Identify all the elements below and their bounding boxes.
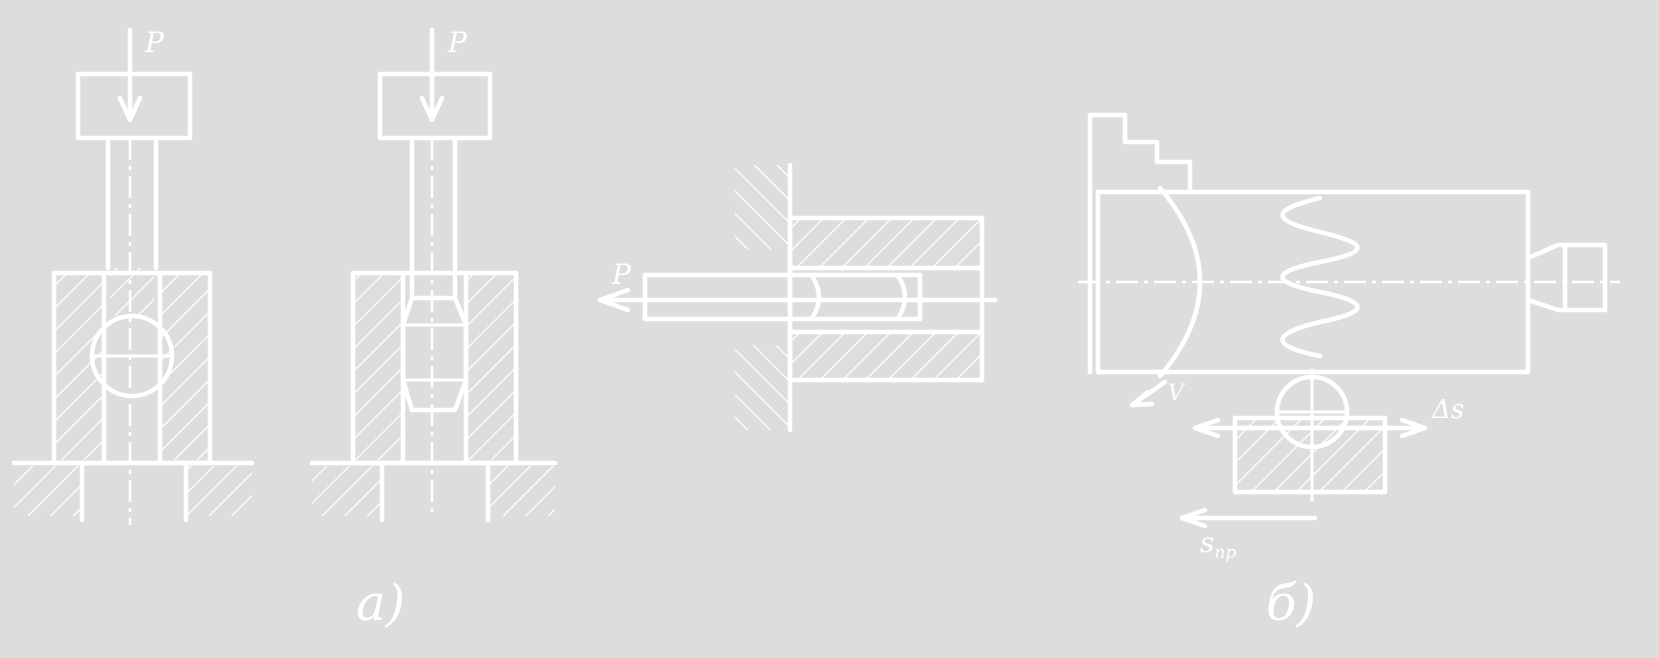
caption-b: б) xyxy=(1266,574,1316,632)
sleeve-hatch-top xyxy=(792,220,982,268)
wall-hatch-bottom xyxy=(735,345,790,430)
base-hatch-left-2 xyxy=(312,466,382,516)
roller-burnishing-assembly: V Δs sпр xyxy=(1078,112,1620,563)
tool-holder xyxy=(1232,415,1388,495)
press-head-1 xyxy=(75,71,193,141)
pull-rod xyxy=(642,272,923,322)
bushing-right-hatch-2 xyxy=(466,275,516,460)
feed-label-main: s xyxy=(1200,526,1214,559)
base-hatch-right-2 xyxy=(488,466,555,516)
bushing-right-hatch-1 xyxy=(160,275,210,460)
force-label-2: P xyxy=(447,26,468,59)
press-ball-assembly: P xyxy=(11,26,255,525)
force-label-1: P xyxy=(144,26,165,59)
base-hatch-left-1 xyxy=(14,466,82,516)
feed-label: sпр xyxy=(1200,526,1236,563)
caption-a: а) xyxy=(356,574,405,632)
tool-holder-hatch xyxy=(1235,420,1385,492)
mandrel-body xyxy=(400,295,469,413)
pull-arrow-head xyxy=(597,287,631,313)
bushing-left-hatch-1 xyxy=(54,275,104,460)
wall-hatch-top xyxy=(735,165,790,250)
force-arrow-head-1 xyxy=(117,95,143,123)
oscillation-arrow-left xyxy=(1192,417,1221,439)
sleeve-hatch-bottom xyxy=(792,332,982,380)
bushing-left-hatch-2 xyxy=(353,275,403,460)
speed-label: V xyxy=(1168,381,1186,406)
rod-tool-curve-1 xyxy=(809,273,822,321)
feed-arrow-head xyxy=(1179,507,1208,529)
base-hatch-right-1 xyxy=(186,466,252,516)
press-mandrel-assembly: P xyxy=(309,26,558,523)
punch-tip-hatch-1 xyxy=(110,268,154,316)
speed-arrow-head xyxy=(1129,389,1155,408)
delta-label: Δs xyxy=(1431,395,1464,425)
press-head-2 xyxy=(377,71,493,141)
pull-broaching-assembly: P xyxy=(597,162,998,433)
force-arrow-head-2 xyxy=(419,95,445,123)
force-label-3: P xyxy=(611,258,632,291)
wavy-surface-profile xyxy=(1280,195,1360,359)
rod-tool-curve-2 xyxy=(895,273,908,321)
oscillation-arrow-right xyxy=(1399,417,1428,439)
tailstock-center xyxy=(1525,242,1608,313)
chuck-stepped-profile xyxy=(1087,112,1193,195)
feed-label-sub: пр xyxy=(1214,543,1236,563)
